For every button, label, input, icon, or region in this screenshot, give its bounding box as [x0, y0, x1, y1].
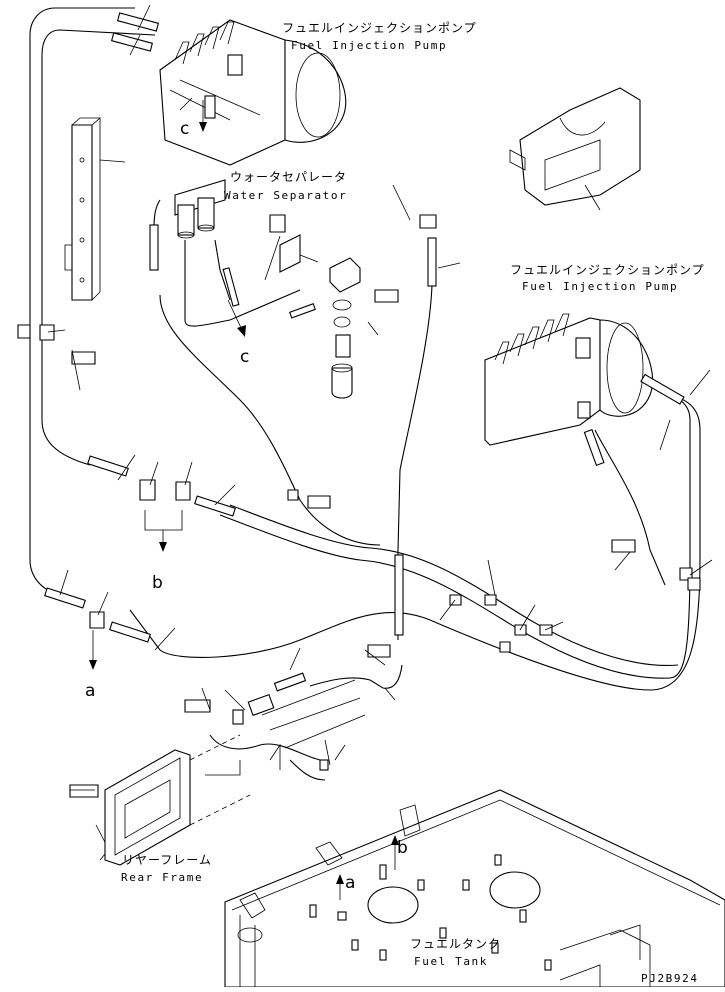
pump-top-label-en: Fuel Injection Pump	[291, 39, 447, 52]
fuel-injection-pump-top	[159, 19, 347, 166]
callout-c-upper: c	[180, 119, 189, 139]
callout-a-left: a	[85, 681, 95, 701]
arrow-c-upper	[199, 122, 207, 132]
bolts	[17, 214, 701, 798]
pump-bracket	[509, 87, 641, 206]
callout-arrows	[89, 100, 399, 900]
left-bracket	[64, 117, 102, 301]
rear-frame	[104, 679, 366, 866]
pump-top-label-jp: フュエルインジェクションポンプ	[282, 21, 477, 35]
callout-b-left: b	[152, 573, 163, 593]
fuel-filter-assembly	[279, 234, 399, 399]
hose-fittings	[44, 12, 685, 771]
arrow-b-left	[159, 542, 167, 552]
drawing-code: PJ2B924	[641, 972, 699, 985]
fuel-tank-label-en: Fuel Tank	[414, 955, 488, 968]
pump-right-label-en: Fuel Injection Pump	[522, 280, 678, 293]
leader-lines	[47, 4, 713, 861]
water-separator-label-en: Water Separator	[224, 189, 347, 202]
callout-a-tank: a	[345, 873, 355, 893]
rear-frame-label-en: Rear Frame	[121, 871, 203, 884]
arrow-a-left	[89, 660, 97, 670]
water-separator	[174, 179, 226, 239]
callout-b-tank: b	[397, 838, 408, 858]
pump-right-label-jp: フュエルインジェクションポンプ	[510, 263, 705, 277]
arrow-c-lower	[237, 325, 246, 337]
callout-c-lower: c	[240, 347, 249, 367]
arrow-a-tank	[336, 874, 344, 884]
fuel-injection-pump-right	[484, 313, 654, 446]
water-separator-label-jp: ウォータセパレータ	[230, 170, 347, 184]
rear-frame-label-jp: リヤーフレーム	[122, 853, 212, 867]
arrow-b-tank	[391, 835, 399, 845]
fuel-tank-label-jp: フュエルタンク	[410, 937, 501, 951]
